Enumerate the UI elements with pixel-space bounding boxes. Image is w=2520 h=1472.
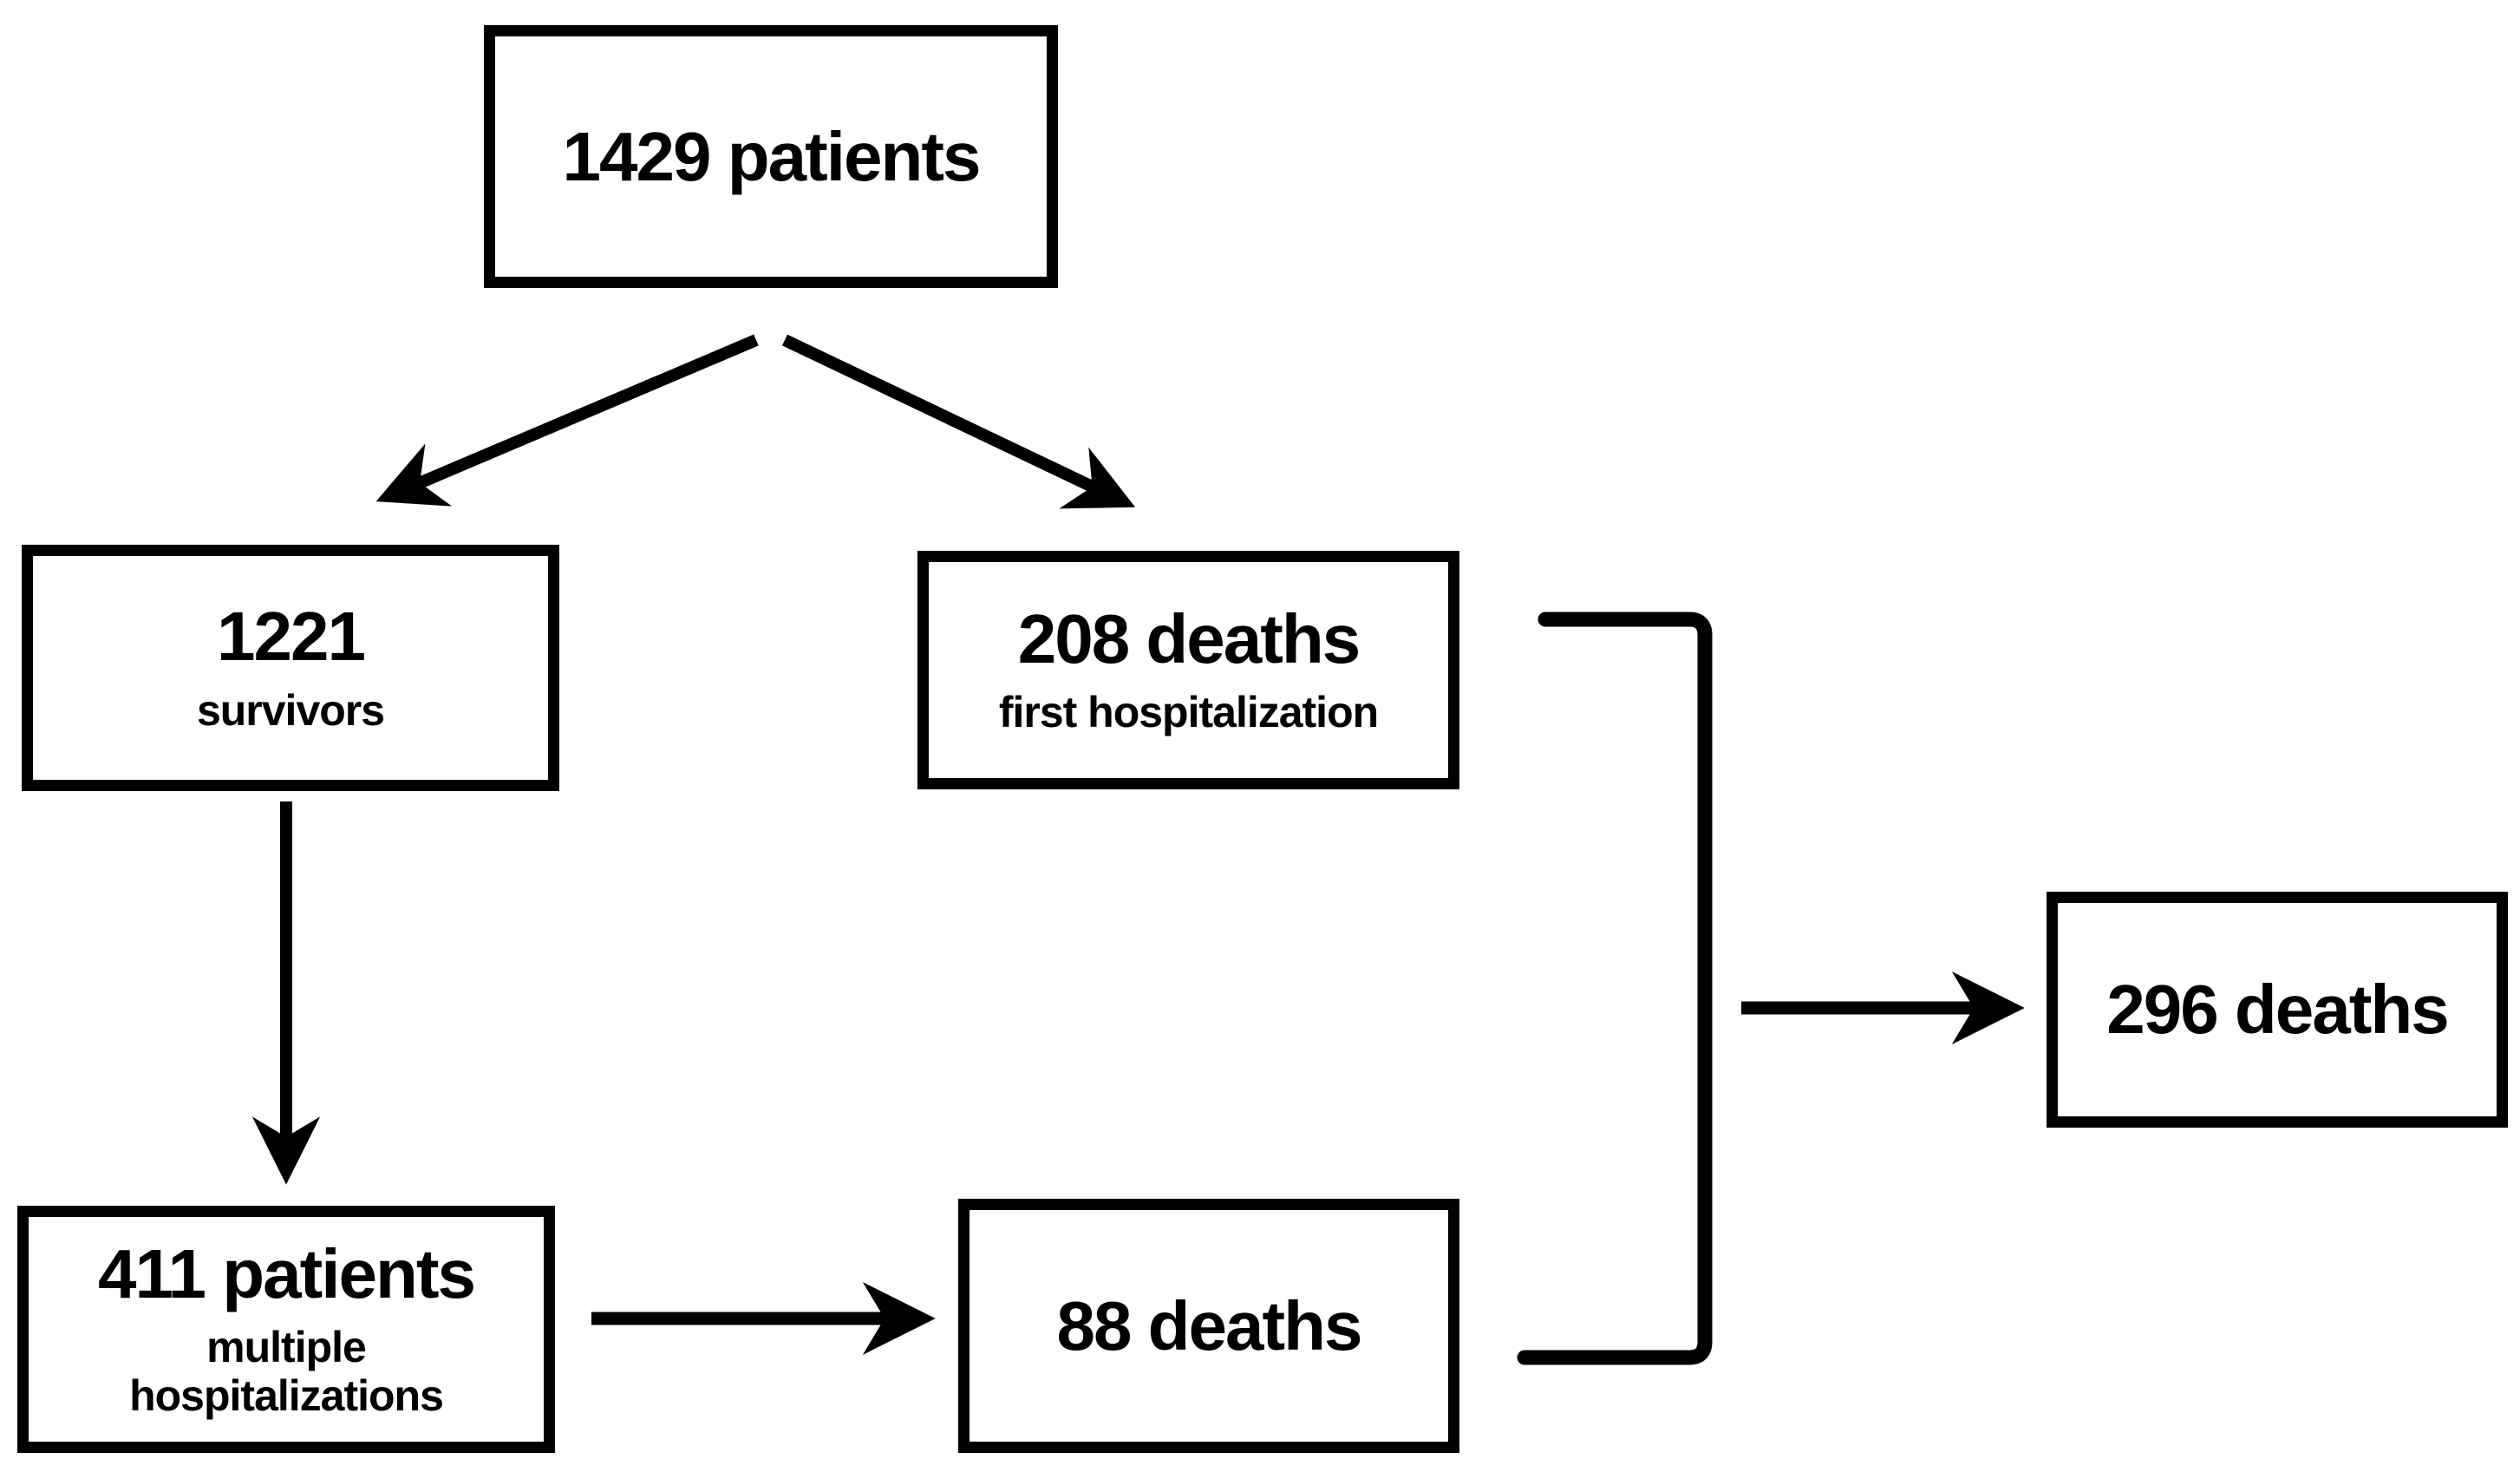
multiple-count-label: 411 patients: [97, 1234, 476, 1312]
survivors-sublabel: survivors: [196, 685, 385, 735]
multiple-sublabel-line2: hospitalizations: [129, 1371, 444, 1421]
arrow-total-to-deaths-first: [781, 334, 1136, 509]
multiple-sublabel-block: multiple hospitalizations: [129, 1323, 444, 1421]
node-deaths-total: 296 deaths: [2047, 892, 2508, 1128]
deaths-multiple-count-label: 88 deaths: [1056, 1286, 1362, 1364]
deaths-first-sublabel: first hospitalization: [998, 688, 1379, 737]
deaths-total-count-label: 296 deaths: [2106, 971, 2450, 1049]
total-patients-label: 1429 patients: [562, 117, 982, 195]
node-deaths-multiple: 88 deaths: [958, 1199, 1459, 1453]
multiple-sublabel-line1: multiple: [206, 1323, 367, 1372]
bracket-deaths-combine: [1517, 612, 1713, 1365]
node-total-patients: 1429 patients: [484, 25, 1058, 288]
survivors-count-label: 1221: [217, 598, 366, 676]
node-survivors: 1221 survivors: [22, 545, 559, 791]
deaths-first-count-label: 208 deaths: [1017, 599, 1361, 677]
node-multiple-hospitalizations: 411 patients multiple hospitalizations: [17, 1206, 555, 1453]
node-deaths-first-hospitalization: 208 deaths first hospitalization: [917, 551, 1459, 789]
arrow-total-to-survivors: [375, 334, 759, 507]
